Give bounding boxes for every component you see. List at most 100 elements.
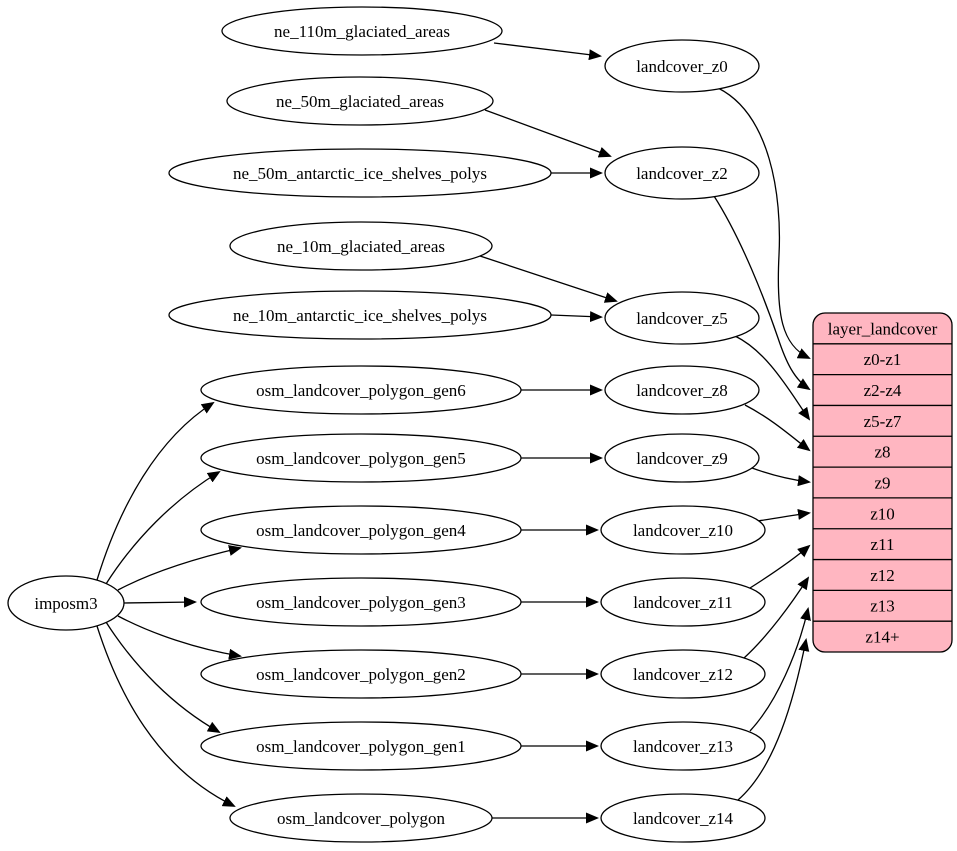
node-osm_landcover_polygon_gen3: osm_landcover_polygon_gen3 (200, 577, 522, 627)
edge-landcover_z9-to-layer_landcover-z9 (751, 467, 811, 487)
node-ellipse-ne_110m_glaciated_areas (221, 6, 503, 56)
node-ellipse-landcover_z10 (600, 505, 766, 555)
node-label-imposm3: imposm3 (34, 594, 97, 613)
node-osm_landcover_polygon: osm_landcover_polygon (229, 793, 493, 843)
node-label-ne_50m_glaciated_areas: ne_50m_glaciated_areas (276, 92, 444, 111)
table-row-z10: z10 (870, 504, 895, 523)
table-node-outline (812, 312, 953, 653)
node-ellipse-ne_10m_antarctic_ice_shelves_polys (168, 290, 552, 340)
edge-imposm3-to-osm_landcover_polygon (96, 625, 236, 807)
node-ellipse-landcover_z14 (600, 793, 766, 843)
node-landcover_z0: landcover_z0 (604, 39, 760, 93)
node-label-landcover_z10: landcover_z10 (633, 521, 733, 540)
node-label-osm_landcover_polygon_gen4: osm_landcover_polygon_gen4 (256, 521, 466, 540)
node-ellipse-landcover_z13 (600, 721, 766, 771)
edge-landcover_z0-to-layer_landcover-z0-z1 (717, 87, 811, 359)
node-landcover_z13: landcover_z13 (600, 721, 766, 771)
node-label-osm_landcover_polygon_gen2: osm_landcover_polygon_gen2 (256, 665, 466, 684)
node-ellipse-ne_50m_glaciated_areas (226, 76, 494, 126)
node-ellipse-imposm3 (7, 575, 125, 631)
node-osm_landcover_polygon_gen2: osm_landcover_polygon_gen2 (200, 649, 522, 699)
node-ellipse-osm_landcover_polygon_gen1 (200, 721, 522, 771)
edge-imposm3-to-osm_landcover_polygon_gen5 (105, 470, 221, 585)
node-imposm3: imposm3 (7, 575, 125, 631)
node-label-landcover_z8: landcover_z8 (636, 381, 728, 400)
node-label-landcover_z14: landcover_z14 (633, 809, 734, 828)
edge-ne_10m_antarctic_ice_shelves_polys-to-landcover_z5 (550, 311, 603, 323)
node-label-landcover_z13: landcover_z13 (633, 737, 733, 756)
table-row-z13: z13 (870, 597, 895, 616)
node-ellipse-osm_landcover_polygon_gen6 (200, 365, 522, 415)
node-label-osm_landcover_polygon_gen3: osm_landcover_polygon_gen3 (256, 593, 466, 612)
node-ellipse-landcover_z5 (604, 291, 760, 345)
table-row-z14+: z14+ (865, 628, 899, 647)
node-ellipse-osm_landcover_polygon_gen3 (200, 577, 522, 627)
edge-imposm3-to-osm_landcover_polygon_gen2 (117, 615, 242, 660)
table-row-z11: z11 (871, 535, 895, 554)
node-osm_landcover_polygon_gen1: osm_landcover_polygon_gen1 (200, 721, 522, 771)
node-label-osm_landcover_polygon: osm_landcover_polygon (277, 809, 446, 828)
node-ellipse-landcover_z12 (600, 649, 766, 699)
node-landcover_z10: landcover_z10 (600, 505, 766, 555)
node-ellipse-landcover_z9 (604, 433, 760, 483)
node-label-osm_landcover_polygon_gen6: osm_landcover_polygon_gen6 (256, 381, 466, 400)
node-landcover_z2: landcover_z2 (604, 146, 760, 200)
table-row-z8: z8 (874, 443, 890, 462)
table-row-z12: z12 (870, 566, 895, 585)
node-label-landcover_z0: landcover_z0 (636, 57, 728, 76)
table-row-z0-z1: z0-z1 (864, 350, 902, 369)
edge-ne_50m_glaciated_areas-to-landcover_z2 (484, 109, 612, 158)
edge-imposm3-to-osm_landcover_polygon_gen3 (123, 596, 197, 608)
node-landcover_z8: landcover_z8 (604, 365, 760, 415)
node-ne_50m_antarctic_ice_shelves_polys: ne_50m_antarctic_ice_shelves_polys (168, 148, 552, 198)
node-label-osm_landcover_polygon_gen1: osm_landcover_polygon_gen1 (256, 737, 466, 756)
node-ellipse-landcover_z2 (604, 146, 760, 200)
node-ne_10m_glaciated_areas: ne_10m_glaciated_areas (229, 221, 493, 271)
node-ne_10m_antarctic_ice_shelves_polys: ne_10m_antarctic_ice_shelves_polys (168, 290, 552, 340)
node-ne_110m_glaciated_areas: ne_110m_glaciated_areas (221, 6, 503, 56)
node-ellipse-ne_50m_antarctic_ice_shelves_polys (168, 148, 552, 198)
node-landcover_z12: landcover_z12 (600, 649, 766, 699)
node-ne_50m_glaciated_areas: ne_50m_glaciated_areas (226, 76, 494, 126)
table-row-z2-z4: z2-z4 (864, 381, 902, 400)
node-ellipse-landcover_z0 (604, 39, 760, 93)
node-ellipse-osm_landcover_polygon_gen2 (200, 649, 522, 699)
table-row-z9: z9 (874, 473, 890, 492)
node-label-ne_10m_antarctic_ice_shelves_polys: ne_10m_antarctic_ice_shelves_polys (233, 306, 487, 325)
node-label-osm_landcover_polygon_gen5: osm_landcover_polygon_gen5 (256, 449, 466, 468)
edge-landcover_z13-to-layer_landcover-z13 (749, 607, 811, 732)
edge-ne_110m_glaciated_areas-to-landcover_z0 (493, 42, 602, 61)
node-osm_landcover_polygon_gen4: osm_landcover_polygon_gen4 (200, 505, 522, 555)
node-label-ne_110m_glaciated_areas: ne_110m_glaciated_areas (274, 22, 450, 41)
table-title: layer_landcover (828, 319, 938, 338)
node-ellipse-landcover_z8 (604, 365, 760, 415)
node-landcover_z9: landcover_z9 (604, 433, 760, 483)
edge-imposm3-to-osm_landcover_polygon_gen4 (117, 545, 242, 591)
node-osm_landcover_polygon_gen5: osm_landcover_polygon_gen5 (200, 433, 522, 483)
edge-landcover_z2-to-layer_landcover-z2-z4 (713, 195, 811, 391)
edge-landcover_z11-to-layer_landcover-z11 (749, 544, 811, 589)
edge-landcover_z12-to-layer_landcover-z12 (743, 576, 810, 659)
node-label-landcover_z2: landcover_z2 (636, 164, 728, 183)
node-osm_landcover_polygon_gen6: osm_landcover_polygon_gen6 (200, 365, 522, 415)
table-row-z5-z7: z5-z7 (864, 412, 902, 431)
edge-imposm3-to-osm_landcover_polygon_gen1 (105, 621, 221, 733)
node-ellipse-osm_landcover_polygon_gen4 (200, 505, 522, 555)
table-node-layer_landcover: layer_landcover z0-z1 z2-z4 z5-z7 z8 z9 z10 z11… (812, 312, 953, 653)
edge-imposm3-to-osm_landcover_polygon_gen6 (96, 401, 215, 581)
node-label-ne_50m_antarctic_ice_shelves_polys: ne_50m_antarctic_ice_shelves_polys (233, 164, 487, 183)
edge-landcover_z8-to-layer_landcover-z8 (744, 404, 811, 452)
node-ellipse-ne_10m_glaciated_areas (229, 221, 493, 271)
node-label-landcover_z12: landcover_z12 (633, 665, 733, 684)
edge-landcover_z10-to-layer_landcover-z10 (757, 509, 811, 522)
edge-landcover_z14-to-layer_landcover-z14+ (737, 638, 810, 801)
node-ellipse-osm_landcover_polygon_gen5 (200, 433, 522, 483)
node-label-landcover_z5: landcover_z5 (636, 309, 728, 328)
node-landcover_z5: landcover_z5 (604, 291, 760, 345)
node-label-ne_10m_glaciated_areas: ne_10m_glaciated_areas (277, 237, 445, 256)
node-landcover_z11: landcover_z11 (600, 577, 766, 627)
node-label-landcover_z9: landcover_z9 (636, 449, 728, 468)
node-ellipse-osm_landcover_polygon (229, 793, 493, 843)
